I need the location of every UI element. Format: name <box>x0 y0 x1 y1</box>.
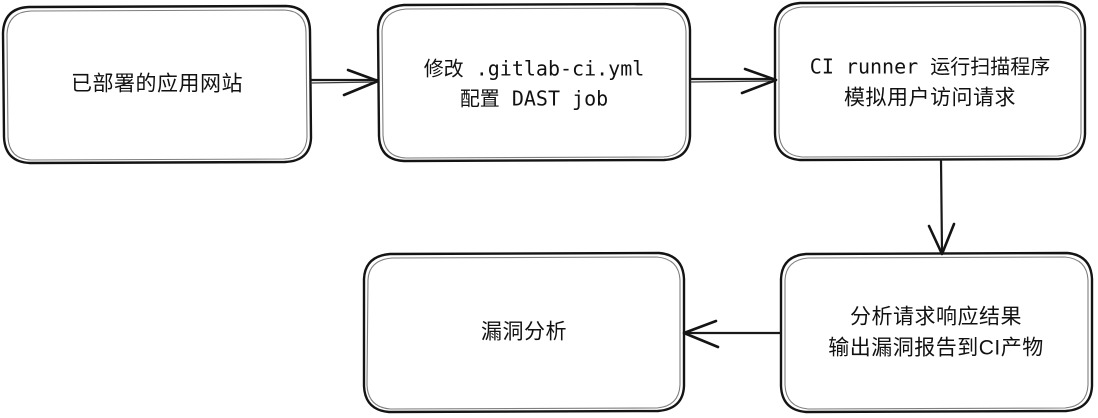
node-shape-inner-deployed-site <box>6 9 308 161</box>
node-vuln-analysis[interactable]: 漏洞分析 <box>362 251 686 414</box>
node-shape-inner-analyze-response <box>784 256 1089 410</box>
node-label-ci-runner-scan-line2: 模拟用户访问请求 <box>844 87 1016 110</box>
edge-runner-to-analyze-arrowhead <box>927 222 956 256</box>
node-label-vuln-analysis: 漏洞分析 <box>481 321 567 344</box>
node-label-ci-runner-scan-line1: CI runner 运行扫描程序 <box>810 55 1050 79</box>
node-shape-analyze-response <box>779 251 1094 414</box>
node-shape-edit-gitlab-ci <box>376 2 692 163</box>
edge-runner-to-analyze <box>927 158 956 256</box>
node-shape-inner-ci-runner-scan <box>778 5 1082 158</box>
node-analyze-response[interactable]: 分析请求响应结果 输出漏洞报告到CI产物 <box>779 251 1094 414</box>
node-label-edit-gitlab-ci-line2: 配置 DAST job <box>460 87 608 111</box>
node-shape-ci-runner-scan <box>773 0 1087 162</box>
edge-site-to-gitlab-ci <box>309 68 380 97</box>
node-label-deployed-site: 已部署的应用网站 <box>71 73 243 96</box>
node-deployed-site[interactable]: 已部署的应用网站 <box>1 4 313 165</box>
edge-site-to-gitlab-ci-line-sketch <box>310 81 377 84</box>
edge-site-to-gitlab-ci-arrowhead <box>342 68 380 97</box>
edge-gitlab-ci-to-runner-line-sketch <box>690 80 774 83</box>
node-shape-deployed-site <box>1 4 313 165</box>
edge-analyze-to-vuln-arrowhead <box>682 319 720 349</box>
edge-gitlab-ci-to-runner-arrowhead <box>740 67 778 95</box>
node-shape-inner-edit-gitlab-ci <box>381 7 687 159</box>
edge-analyze-to-vuln <box>682 319 782 349</box>
node-label-analyze-response-line1: 分析请求响应结果 <box>850 306 1022 329</box>
node-shape-inner-vuln-analysis <box>366 256 681 410</box>
edge-runner-to-analyze-line <box>939 158 944 254</box>
node-shape-vuln-analysis <box>362 251 686 414</box>
node-ci-runner-scan[interactable]: CI runner 运行扫描程序 模拟用户访问请求 <box>773 0 1087 162</box>
node-edit-gitlab-ci[interactable]: 修改 .gitlab-ci.yml 配置 DAST job <box>376 2 692 163</box>
node-label-analyze-response-line2: 输出漏洞报告到CI产物 <box>828 337 1044 360</box>
edge-gitlab-ci-to-runner <box>688 67 778 95</box>
node-label-edit-gitlab-ci-line1: 修改 .gitlab-ci.yml <box>424 57 645 81</box>
